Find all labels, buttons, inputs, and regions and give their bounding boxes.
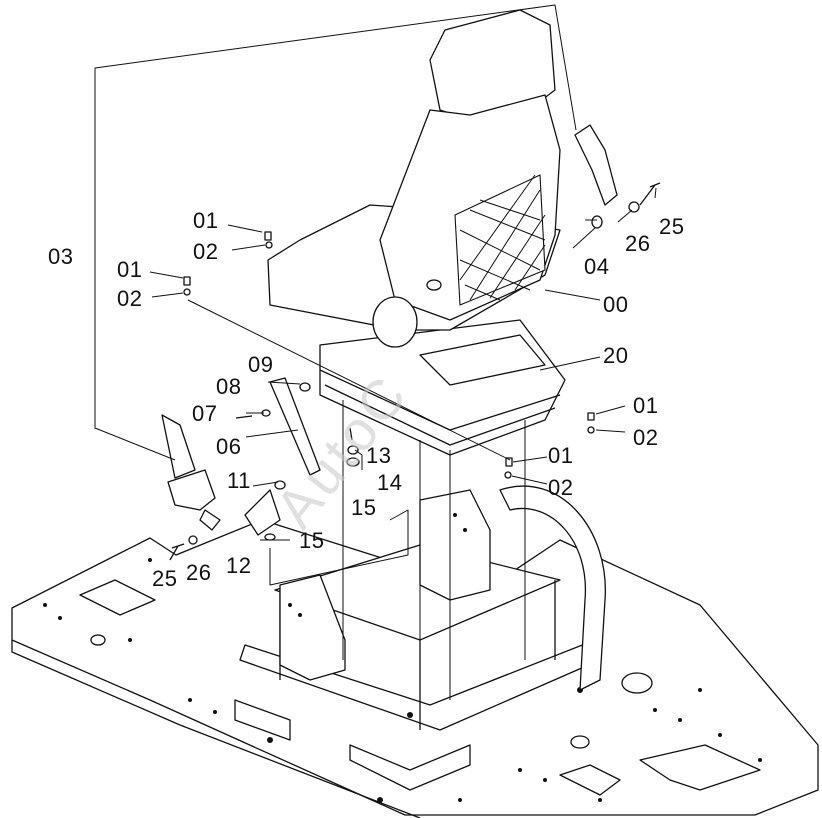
- armrest: [574, 124, 618, 206]
- callout-11: 11: [227, 468, 251, 493]
- callout-26: 26: [186, 560, 212, 585]
- hardware: [169, 182, 661, 561]
- callout-01: 01: [117, 257, 143, 282]
- seat-suspension: [319, 319, 566, 456]
- callout-03: 03: [48, 244, 74, 269]
- callout-12: 12: [226, 553, 252, 578]
- callout-00: 00: [603, 292, 629, 317]
- callout-07: 07: [192, 401, 218, 426]
- callout-02: 02: [117, 286, 143, 311]
- seat-belt: [161, 414, 221, 531]
- callout-06: 06: [216, 434, 242, 459]
- callout-01: 01: [193, 208, 219, 233]
- floor-plate: [11, 519, 819, 818]
- callout-09: 09: [248, 352, 274, 377]
- callout-01: 01: [548, 443, 574, 468]
- callout-02: 02: [193, 239, 219, 264]
- leader-lines: [94, 4, 657, 700]
- callout-04: 04: [584, 254, 610, 279]
- callout-08: 08: [216, 374, 242, 399]
- callout-01: 01: [633, 393, 659, 418]
- operator-seat: [267, 9, 561, 348]
- callout-14: 14: [377, 470, 403, 495]
- callout-13: 13: [366, 443, 392, 468]
- callout-15: 15: [299, 528, 325, 553]
- callout-02: 02: [633, 425, 659, 450]
- callout-15: 15: [351, 495, 377, 520]
- callout-20: 20: [603, 343, 629, 368]
- callout-25: 25: [659, 214, 685, 239]
- callout-26: 26: [625, 231, 651, 256]
- callout-02: 02: [548, 475, 574, 500]
- callout-25: 25: [152, 566, 178, 591]
- curved-pipe: [499, 485, 606, 691]
